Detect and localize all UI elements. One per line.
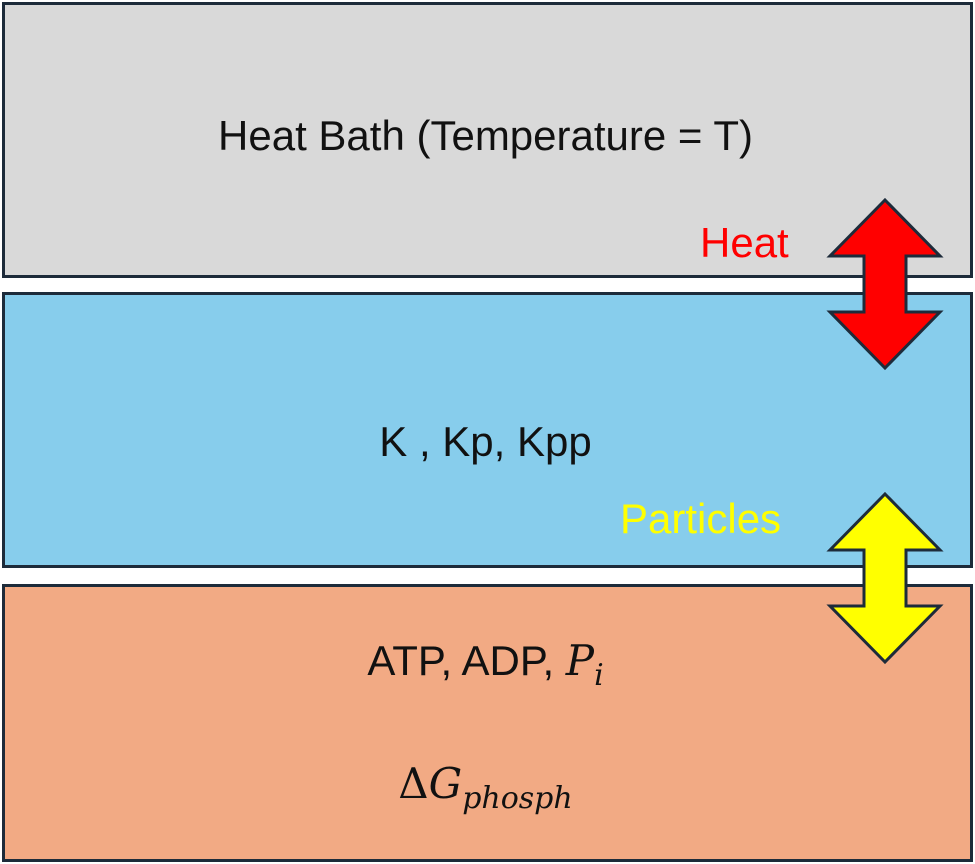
heat-bath-panel [2, 2, 973, 278]
phosphate-var: P [565, 636, 595, 685]
heat-label: Heat [700, 219, 789, 266]
delta-g-label: ΔGphosph [0, 763, 971, 814]
nucleotide-panel [2, 584, 973, 862]
phosphate-symbol: Pi [565, 636, 604, 691]
nucleotide-label: ATP, ADP, Pi [0, 637, 971, 691]
kinase-panel [2, 292, 973, 568]
g-sub: phosph [462, 781, 573, 816]
nucleotide-label-text: ATP, ADP, [367, 637, 566, 684]
phosphate-sub: i [594, 658, 604, 693]
heat-bath-label: Heat Bath (Temperature = T) [218, 112, 753, 159]
particles-double-arrow-icon [826, 491, 944, 665]
delta-g-symbol: ΔGphosph [398, 759, 572, 814]
particles-label: Particles [620, 495, 782, 542]
heat-double-arrow-icon [826, 197, 944, 371]
delta-symbol: Δ [398, 759, 429, 808]
kinase-label: K , Kp, Kpp [379, 418, 592, 465]
g-var: G [428, 759, 463, 808]
